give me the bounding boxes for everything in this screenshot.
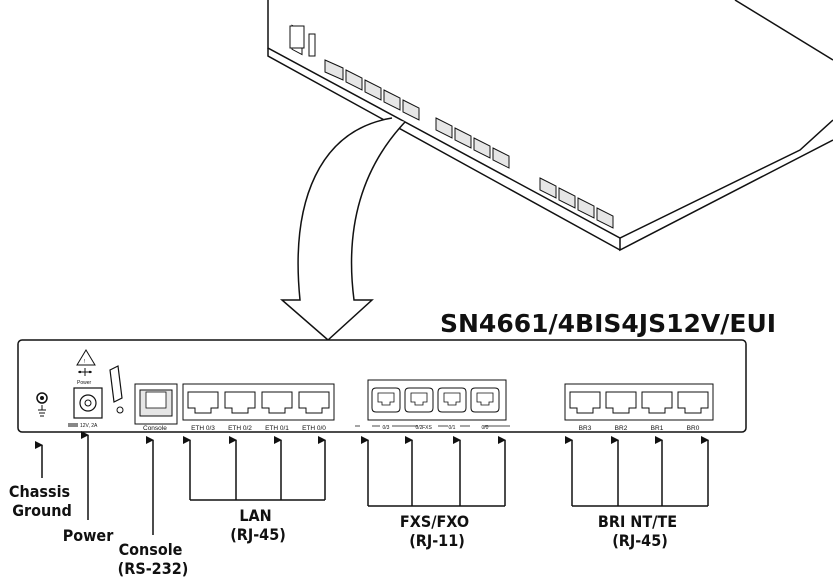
fxs-port-label: 0/3 xyxy=(383,425,390,431)
device-perspective-view xyxy=(267,0,833,252)
eth-port-label: ETH 0/0 xyxy=(302,425,326,432)
label-bri: BRI NT/TE (RJ-45) xyxy=(598,512,682,550)
power-switch xyxy=(109,365,124,414)
svg-text:!: ! xyxy=(84,359,85,365)
bri-port-label: BR1 xyxy=(651,425,664,432)
curved-arrow xyxy=(279,117,406,342)
bri-port-label: BR3 xyxy=(579,425,592,432)
fxs-port-label: 0/2 xyxy=(416,425,423,431)
bri-port-label: BR2 xyxy=(615,425,628,432)
label-fxs-fxo: FXS/FXO (RJ-11) xyxy=(400,512,474,550)
fxs-port-label: 0/0 xyxy=(482,425,489,431)
bri-port xyxy=(569,391,601,414)
label-power: Power xyxy=(63,526,115,545)
warning-icon xyxy=(76,349,96,366)
perspective-port-row-fxs xyxy=(435,117,510,169)
perspective-power xyxy=(289,25,316,57)
eth-port-label: ETH 0/3 xyxy=(191,425,215,432)
bri-port xyxy=(641,391,673,414)
callouts xyxy=(35,431,709,535)
chassis-ground-screw xyxy=(36,392,48,417)
bri-port xyxy=(677,391,709,414)
fxs-port-socket xyxy=(410,392,428,406)
label-lan: LAN (RJ-45) xyxy=(230,506,286,544)
fxs-ports xyxy=(367,379,507,421)
fxs-port-socket xyxy=(377,392,395,406)
bri-ports xyxy=(564,383,714,421)
model-number: SN4661/4BIS4JS12V/EUI xyxy=(440,309,776,338)
console-port: Console xyxy=(134,383,178,432)
power-jack: ! Power 12V, 2A xyxy=(68,349,103,429)
bri-port xyxy=(605,391,637,414)
rear-panel: ! Power 12V, 2A Console ETH xyxy=(17,339,747,433)
fxs-port-socket xyxy=(476,392,494,406)
eth-port xyxy=(224,391,256,414)
fxs-group-label: FXS xyxy=(422,425,432,431)
eth-ports xyxy=(182,383,335,421)
eth-port-label: ETH 0/2 xyxy=(228,425,252,432)
eth-port xyxy=(298,391,330,414)
console-port-label: Console xyxy=(143,425,167,432)
power-text: Power xyxy=(77,380,92,386)
fxs-port-label: 0/1 xyxy=(449,425,456,431)
label-chassis-ground: Chassis Ground xyxy=(9,482,75,520)
label-console: Console (RS-232) xyxy=(118,540,189,578)
bri-port-label: BR0 xyxy=(687,425,700,432)
fxs-port-socket xyxy=(443,392,461,406)
perspective-port-row-bri xyxy=(539,177,614,229)
power-rating: 12V, 2A xyxy=(80,423,98,429)
eth-port xyxy=(187,391,219,414)
perspective-port-row-eth xyxy=(324,59,420,121)
eth-port-label: ETH 0/1 xyxy=(265,425,289,432)
eth-port xyxy=(261,391,293,414)
